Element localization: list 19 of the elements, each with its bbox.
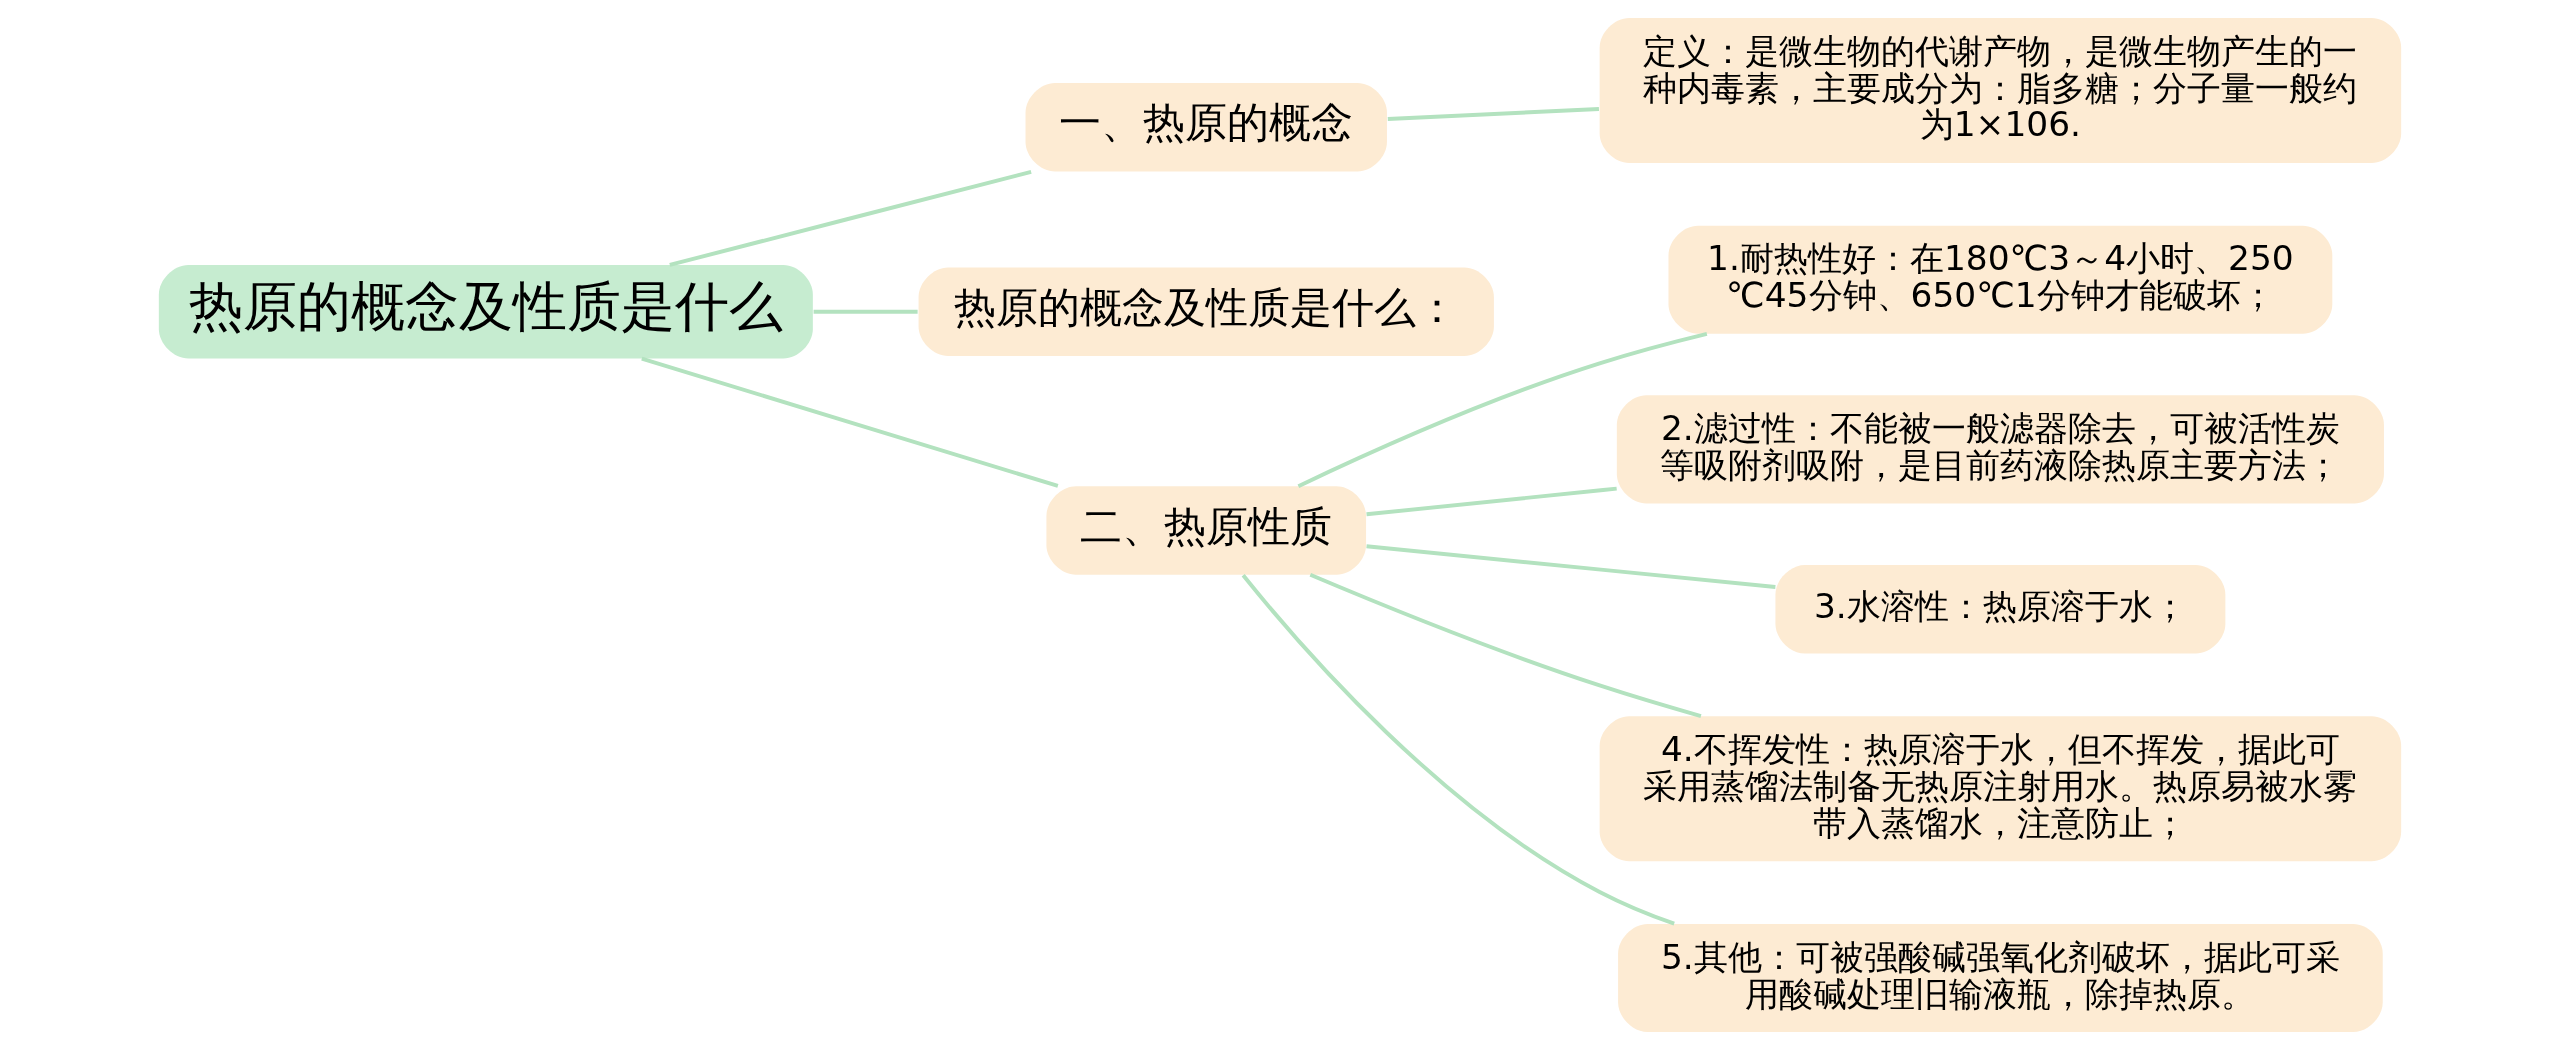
node-box: 5.其他：可被强酸碱强氧化剂破坏，据此可采用酸碱处理旧输液瓶，除掉热原。 [1618,923,2383,1033]
node-box: 2.滤过性：不能被一般滤器除去，可被活性炭等吸附剂吸附，是目前药液除热原主要方法； [1616,395,2384,504]
node-box: 定义：是微生物的代谢产物，是微生物产生的一种内毒素，主要成分为：脂多糖；分子量一般约为1×106. [1599,17,2402,163]
node-box: 3.水溶性：热原溶于水； [1775,564,2226,654]
node-box: 4.不挥发性：热原溶于水，但不挥发，据此可采用蒸馏法制备无热原注射用水。热原易被水雾带入蒸馏水，注意防止； [1599,716,2402,862]
connector [669,169,1032,267]
node-box: 1.耐热性好：在180℃3～4小时、250℃45分钟、650℃1分钟才能破坏； [1668,225,2333,334]
node-box: 二、热原性质 [1046,486,1367,575]
connector [813,309,918,314]
connector [1309,573,1702,718]
connector [1387,107,1600,121]
connector [1366,544,1776,589]
connector [1297,331,1708,488]
node-box: 热原的概念及性质是什么 [158,265,813,359]
connector [1241,574,1675,926]
connector [1366,486,1617,517]
node-box: 一、热原的概念 [1025,83,1387,172]
node-box: 热原的概念及性质是什么： [918,267,1494,356]
connector [641,356,1059,488]
